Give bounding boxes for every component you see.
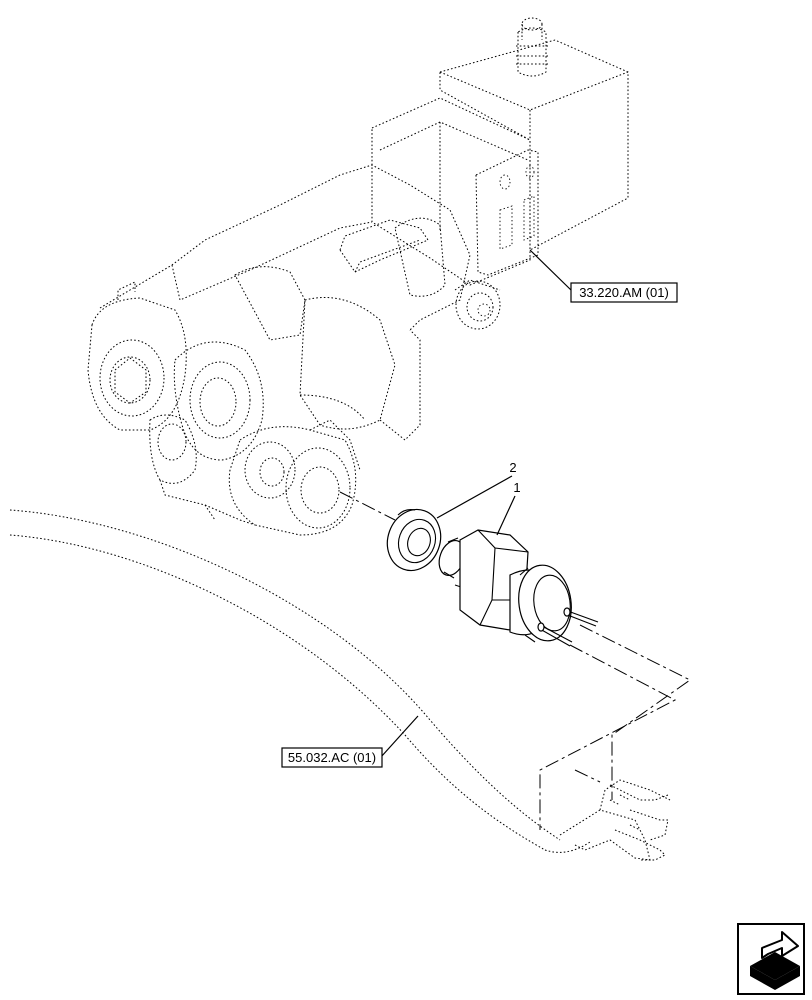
reference-label-valve-block: 33.220.AM (01) [579,285,669,300]
valve-block-ghost [87,17,629,536]
callout-number-2: 2 [509,460,516,475]
reference-label-harness: 55.032.AC (01) [288,750,376,765]
reference-harness[interactable]: 55.032.AC (01) [281,715,419,768]
reference-box-valve-block [570,282,678,303]
wiring-harness-ghost [9,509,671,861]
callout-number-1: 1 [513,480,520,495]
callout-item-1: 1 [496,480,521,536]
pressure-switch-part [438,529,599,647]
reference-box-harness [281,747,383,768]
sealing-washer-part [386,508,442,572]
callout-item-2: 2 [436,460,517,519]
next-page-arrow-icon[interactable] [737,923,805,995]
reference-valve-block[interactable]: 33.220.AM (01) [529,249,678,303]
